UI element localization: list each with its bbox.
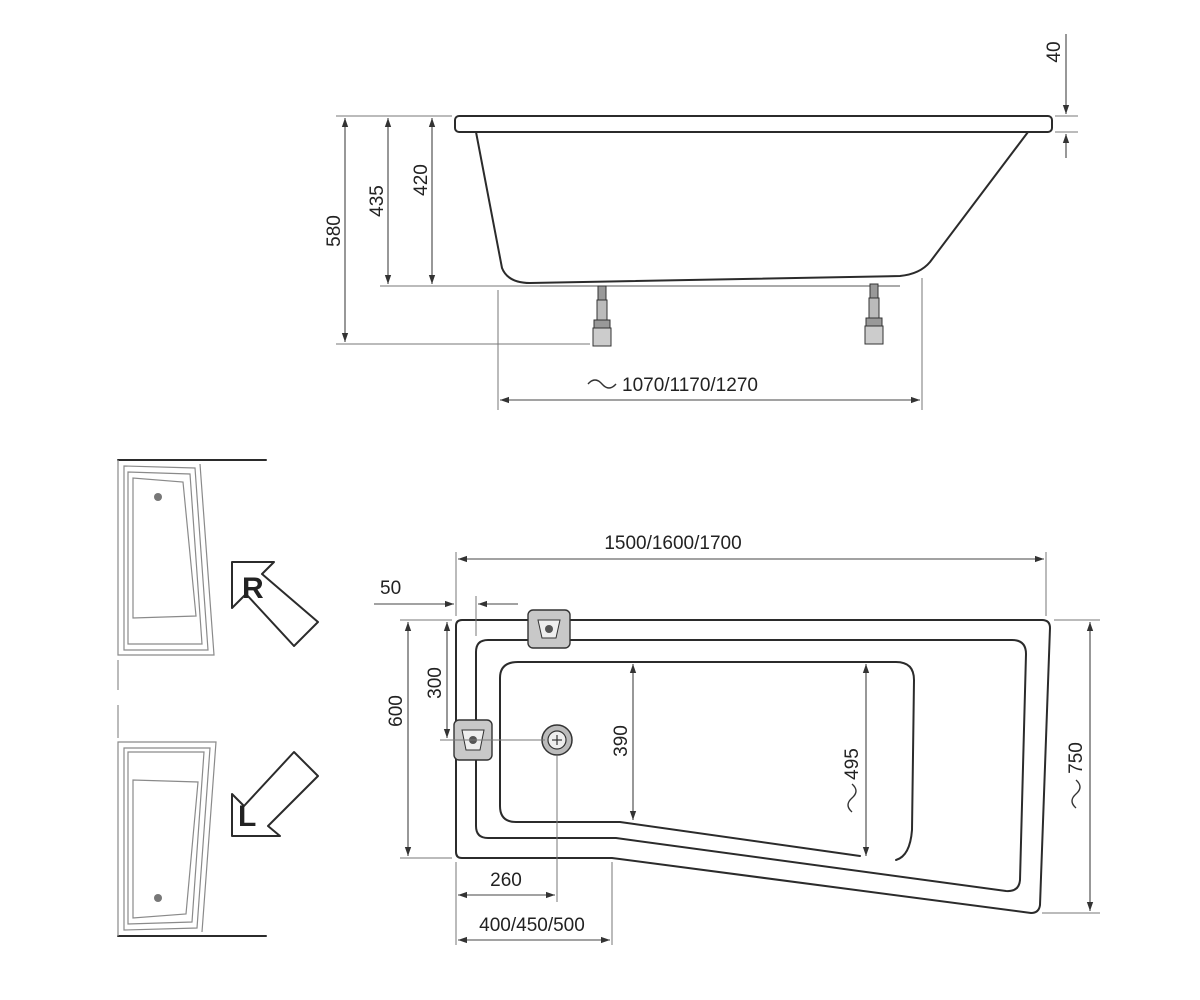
arrow-r-icon: R <box>231 561 319 647</box>
dim-260: 260 <box>490 870 522 891</box>
top-view: 1500/1600/1700 50 600 300 390 495 750 26… <box>374 533 1100 945</box>
thumbnail-right <box>117 459 267 690</box>
thumbnail-left-drain-dot <box>154 894 162 902</box>
dim-1500-1600-1700: 1500/1600/1700 <box>604 533 741 554</box>
arrow-l-label: L <box>238 800 256 833</box>
dim-750: 750 <box>1066 742 1087 774</box>
dim-400-450-500: 400/450/500 <box>479 915 585 936</box>
overflow-fixture <box>527 609 571 649</box>
drain-icon <box>541 724 573 756</box>
dim-390: 390 <box>611 725 632 757</box>
top-view-inner-rim <box>475 639 1027 893</box>
dim-580: 580 <box>324 215 345 247</box>
side-view-leg-left <box>592 285 612 347</box>
top-view-outer-outline <box>455 619 1051 914</box>
dim-600: 600 <box>386 695 407 727</box>
dim-435: 435 <box>367 185 388 217</box>
thumbnail-left <box>117 705 267 937</box>
dim-495: 495 <box>842 748 863 780</box>
dim-40: 40 <box>1044 41 1065 62</box>
side-view-tub-body <box>475 131 1029 284</box>
orientation-thumbnails: R L <box>117 459 319 937</box>
side-view-leg-right <box>864 283 884 345</box>
side-view-rim <box>454 115 1053 133</box>
dim-1070-1170-1270: 1070/1170/1270 <box>622 375 758 396</box>
dim-50: 50 <box>380 578 401 599</box>
side-view: 580 435 420 40 1070/1170/1270 <box>324 34 1078 410</box>
dim-420: 420 <box>411 164 432 196</box>
thumbnail-right-drain-dot <box>154 493 162 501</box>
arrow-r-label: R <box>242 572 264 605</box>
dim-300: 300 <box>425 667 446 699</box>
arrow-l-icon: L <box>231 751 319 837</box>
top-view-basin <box>499 661 915 861</box>
